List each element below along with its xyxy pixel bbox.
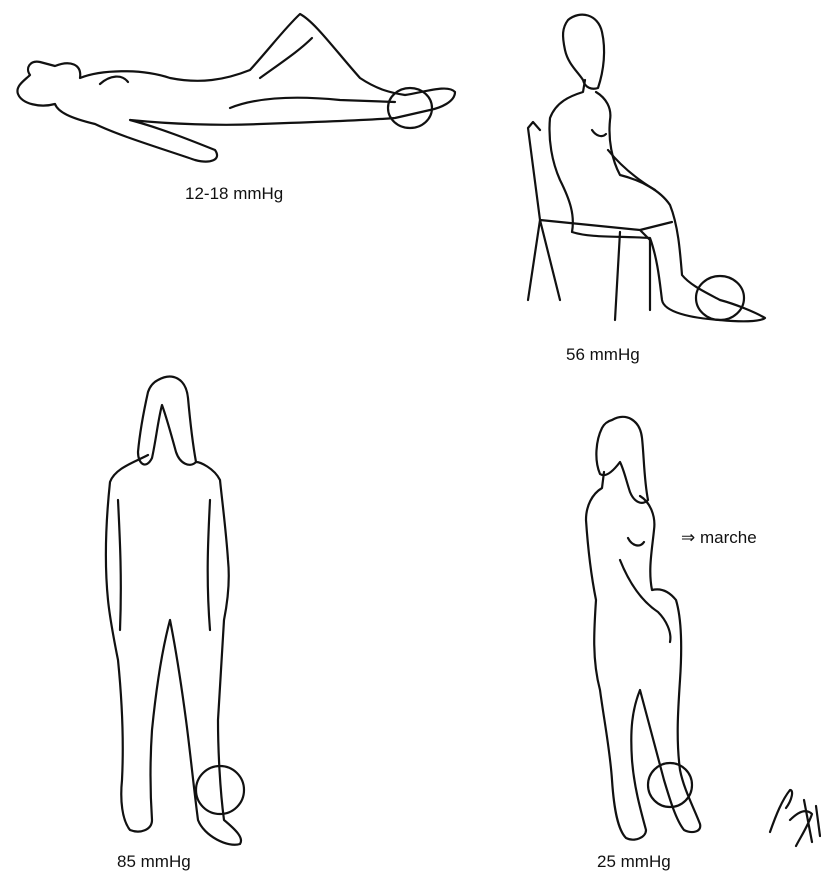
sitting-hair [563,15,604,89]
marche-annotation: ⇒ marche [681,528,757,548]
figure-walking [586,417,700,840]
pressure-label-walking: 25 mmHg [597,852,671,872]
figure-sitting [528,15,765,322]
figure-standing [106,377,244,845]
figure-lying [17,14,455,162]
walking-hair [596,417,648,503]
pressure-label-sitting: 56 mmHg [566,345,640,365]
lying-knee-line [260,38,312,78]
walking-chest-line [628,538,644,545]
sitting-ankle-circle [696,276,744,320]
lying-leg-line [230,98,395,108]
lying-body-outline [17,14,455,162]
sitting-arm-line [608,150,655,190]
standing-body-outline [106,455,241,845]
lying-chest-line [100,77,128,84]
sitting-chest-line [592,130,606,136]
standing-hair [138,377,196,465]
pressure-label-lying: 12-18 mmHg [185,184,283,204]
pressure-label-standing: 85 mmHg [117,852,191,872]
walking-arm-line [620,560,670,642]
sitting-body-outline [549,80,765,321]
signature-drawing [770,790,820,846]
standing-arm-lines [118,500,210,630]
chair-outline [528,122,672,320]
